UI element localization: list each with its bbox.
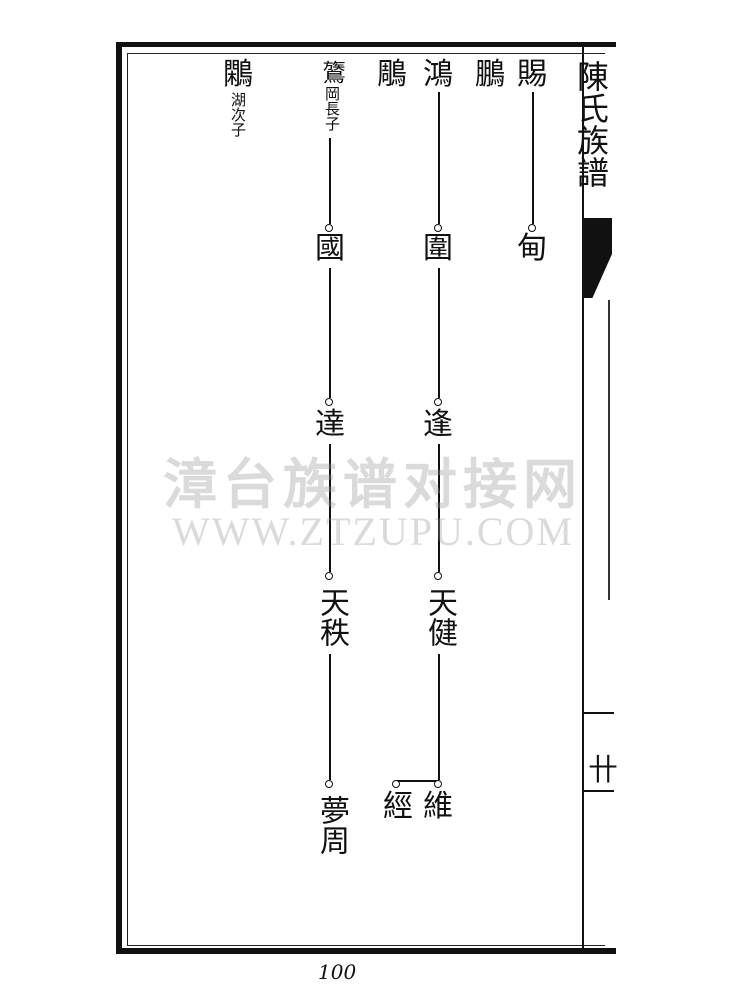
- head-name-5: 鷟: [322, 59, 346, 87]
- lineage-line: [329, 268, 331, 398]
- branch-line: [396, 780, 439, 782]
- descendant-name: 達: [315, 407, 345, 442]
- branch-name: 經: [383, 789, 413, 824]
- spine-page-mark: 卄: [588, 753, 618, 788]
- lineage-line: [329, 138, 331, 224]
- descendant-name: 天秩: [314, 587, 349, 647]
- book-spine: [582, 42, 616, 954]
- lineage-node: [528, 224, 536, 232]
- descendant-name: 甸: [517, 231, 547, 266]
- spine-title: 陳氏族譜: [572, 60, 610, 188]
- lineage-line: [438, 444, 440, 572]
- spine-rule-bottom: [584, 790, 614, 792]
- page-number: 100: [318, 960, 357, 984]
- lineage-line: [438, 268, 440, 398]
- lineage-node: [434, 780, 442, 788]
- descendant-name: 圍: [423, 231, 453, 266]
- lineage-node: [434, 224, 442, 232]
- page-edge-line: [608, 300, 610, 600]
- descendant-name: 逢: [423, 407, 453, 442]
- watermark-text: 漳台族谱对接网: [163, 452, 583, 516]
- lineage-node: [325, 780, 333, 788]
- descendant-name: 國: [315, 231, 345, 266]
- lineage-line: [329, 444, 331, 572]
- descendant-name: 夢周: [314, 795, 349, 855]
- lineage-node: [325, 572, 333, 580]
- page-inner-frame: [127, 53, 605, 946]
- lineage-line: [532, 92, 534, 224]
- lineage-node: [325, 224, 333, 232]
- lineage-line: [438, 654, 440, 780]
- lineage-line: [438, 92, 440, 224]
- head-note-6: 湖次子: [229, 92, 247, 137]
- head-name-2: 鵬: [475, 57, 505, 92]
- page-outer-frame: [116, 42, 616, 954]
- lineage-line: [329, 654, 331, 780]
- lineage-node: [392, 780, 400, 788]
- head-note-5: 岡長子: [323, 86, 341, 131]
- head-name-4: 鵰: [377, 57, 407, 92]
- head-name-1: 賜: [517, 57, 547, 92]
- lineage-node: [434, 572, 442, 580]
- lineage-node: [434, 398, 442, 406]
- head-name-6: 鷴: [223, 57, 253, 92]
- head-name-3: 鴻: [423, 57, 453, 92]
- descendant-name: 天健: [422, 587, 457, 647]
- lineage-node: [325, 398, 333, 406]
- spine-rule-top: [584, 712, 614, 714]
- watermark-url: WWW.ZTZUPU.COM: [171, 509, 575, 554]
- descendant-name: 維: [423, 789, 453, 824]
